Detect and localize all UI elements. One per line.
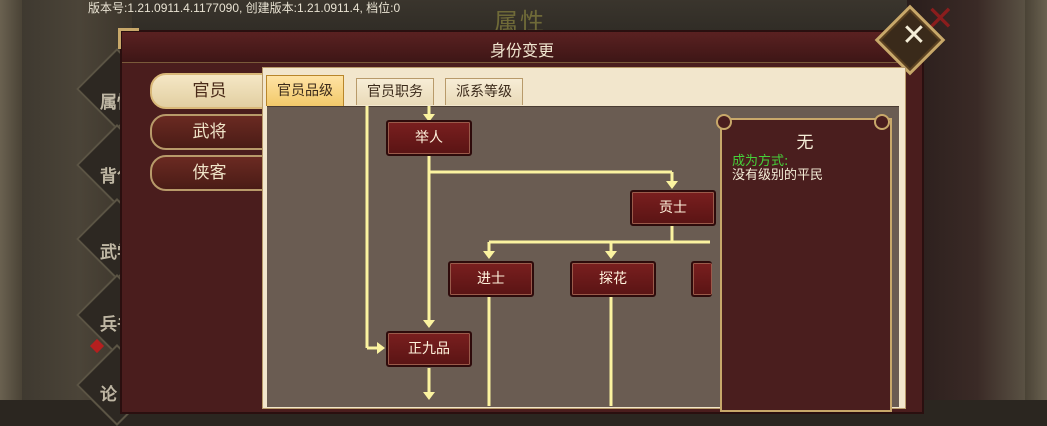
info-method-text: 没有级别的平民: [732, 168, 824, 183]
corner-ornament: [118, 28, 139, 49]
tab-official-post[interactable]: 官员职务: [356, 78, 434, 105]
info-corner-ornament: [716, 114, 732, 130]
tab-faction-level[interactable]: 派系等级: [445, 78, 523, 105]
node-juren[interactable]: 举人: [386, 120, 472, 156]
background-right: [907, 0, 1047, 400]
bg-tab-label: 论: [100, 385, 117, 405]
info-panel: [720, 118, 892, 412]
node-gongshi[interactable]: 贡士: [630, 190, 716, 226]
frame-left: [0, 0, 22, 400]
tree-connectors: [365, 106, 710, 406]
info-title: 无: [796, 133, 814, 153]
node-tanhua[interactable]: 探花: [570, 261, 656, 297]
category-knight[interactable]: 侠客: [150, 155, 269, 191]
category-official[interactable]: 官员: [150, 73, 269, 109]
window-titlebar: 身份变更: [118, 28, 922, 63]
node-partial[interactable]: [691, 261, 712, 297]
version-info: 版本号:1.21.0911.4.1177090, 创建版本:1.21.0911.…: [88, 1, 401, 15]
info-corner-ornament: [874, 114, 890, 130]
tab-official-rank[interactable]: 官员品级: [266, 75, 344, 106]
window-title: 身份变更: [489, 41, 554, 60]
node-zhengjiupin[interactable]: 正九品: [386, 331, 472, 367]
node-jinshi[interactable]: 进士: [448, 261, 534, 297]
frame-right: [1025, 0, 1047, 400]
category-general[interactable]: 武将: [150, 114, 269, 150]
info-method-label: 成为方式:: [732, 154, 789, 169]
close-x-icon[interactable]: ✕: [901, 18, 927, 53]
